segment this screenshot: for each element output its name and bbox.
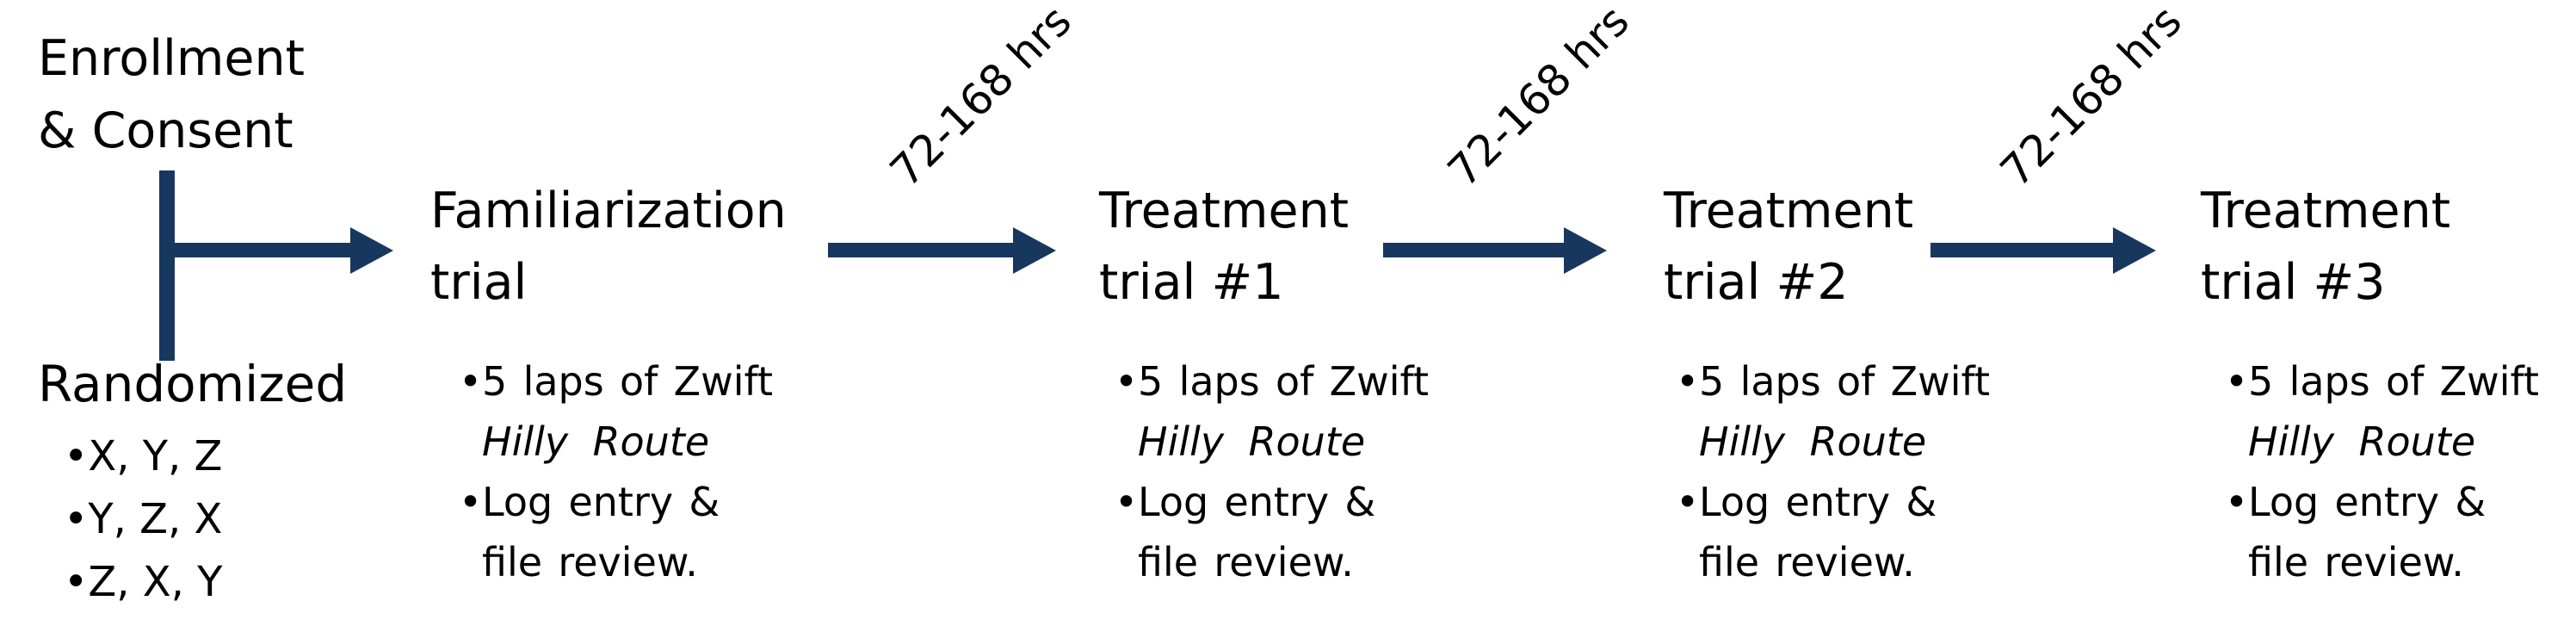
bullet-line: 5 laps of Zwift [482,358,773,405]
interval-label-3: 72-168 hrs [1991,0,2191,197]
stage-title-familiarization: Familiarization trial [430,176,787,319]
enrollment-line1: Enrollment [38,30,305,87]
bullet-icon: • [64,495,89,543]
randomized-order-list: •X, Y, Z •Y, Z, X •Z, X, Y [64,425,222,614]
enrollment-line2: & Consent [38,102,293,159]
stage-title-line2: trial [430,254,528,311]
stage-title-line1: Treatment [2201,183,2451,239]
randomized-label: Randomized [38,355,348,413]
randomization-connector-line [159,170,175,361]
bullet-item: • Log entry & file review. [1676,472,1990,592]
bullet-text: Log entry & file review. [482,472,720,592]
arrow-head-icon [1013,227,1056,274]
bullet-line: 5 laps of Zwift [1699,358,1990,405]
bullet-line: Log entry & [2248,479,2486,525]
bullet-icon: • [64,558,89,606]
randomized-order-item: •X, Y, Z [64,425,222,488]
route-name-italic: Hilly Route [2248,418,2476,465]
order-text: Z, X, Y [88,558,223,606]
arrow-head-icon [2113,227,2156,274]
stage-title-treatment-1: Treatment trial #1 [1099,176,1349,319]
bullet-item: • Log entry & file review. [2225,472,2539,592]
bullet-text: Log entry & file review. [1138,472,1375,592]
stage-title-line1: Familiarization [430,183,787,239]
arrow-head-icon [1564,227,1607,274]
bullet-icon: • [1676,479,1700,525]
interval-label-1: 72-168 hrs [880,0,1081,197]
bullet-line: file review. [2248,539,2464,585]
bullet-line: Log entry & [1699,479,1937,525]
stage-title-line1: Treatment [1664,183,1914,239]
bullet-line: 5 laps of Zwift [1138,358,1429,405]
order-text: Y, Z, X [88,495,223,543]
bullet-line: file review. [1138,539,1354,585]
arrow-shaft [828,243,1013,257]
arrow-shaft [175,243,350,257]
stage-title-line2: trial #2 [1664,254,1849,311]
bullet-icon: • [64,432,89,480]
stage-title-line2: trial #1 [1099,254,1284,311]
bullet-line: Log entry & [482,479,720,525]
randomized-order-item: •Z, X, Y [64,551,222,614]
route-name-italic: Hilly Route [1138,418,1366,465]
bullet-text: Log entry & file review. [1699,472,1937,592]
randomized-order-item: •Y, Z, X [64,488,222,551]
arrow-shaft [1383,243,1564,257]
route-name-italic: Hilly Route [1699,418,1927,465]
bullet-icon: • [1676,358,1700,405]
route-name-italic: Hilly Route [482,418,710,465]
bullet-line: Log entry & [1138,479,1376,525]
stage-title-treatment-3: Treatment trial #3 [2201,176,2450,319]
order-text: X, Y, Z [88,432,223,480]
stage-title-line1: Treatment [1099,183,1350,239]
bullet-icon: • [2225,479,2249,525]
bullet-line: 5 laps of Zwift [2248,358,2539,405]
bullet-item: • Log entry & file review. [459,472,773,592]
bullet-icon: • [459,479,483,525]
interval-label-2: 72-168 hrs [1438,0,1639,197]
bullet-line: file review. [1699,539,1915,585]
bullet-line: file review. [482,539,698,585]
bullet-icon: • [2225,358,2249,405]
bullet-icon: • [1115,479,1139,525]
arrow-shaft [1930,243,2113,257]
arrow-head-icon [350,227,393,274]
bullet-item: • Log entry & file review. [1115,472,1429,592]
stage-title-treatment-2: Treatment trial #2 [1664,176,1913,319]
bullet-icon: • [1115,358,1139,405]
stage-title-line2: trial #3 [2201,254,2386,311]
bullet-icon: • [459,358,483,405]
bullet-text: Log entry & file review. [2248,472,2486,592]
enrollment-consent-label: Enrollment & Consent [38,22,305,167]
